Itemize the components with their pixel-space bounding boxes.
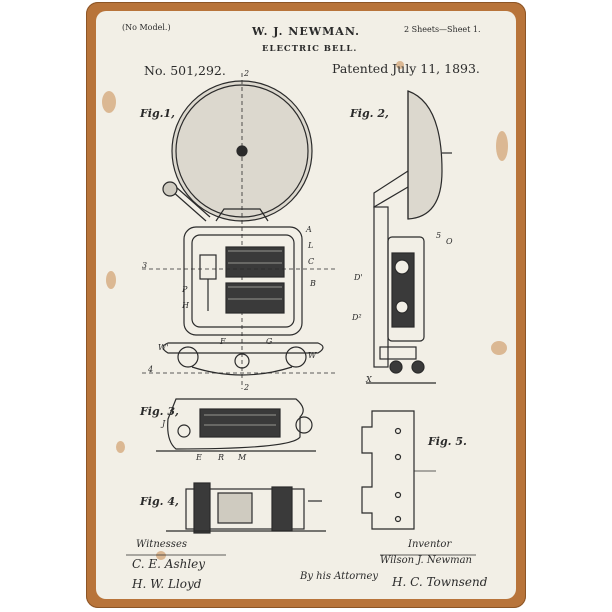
patent-date: Patented July 11, 1893. <box>332 61 480 76</box>
ref-e: E <box>196 453 202 462</box>
witnesses-label: Witnesses <box>136 539 187 550</box>
model-note: (No Model.) <box>122 23 171 32</box>
ref-j: J <box>162 419 166 428</box>
inventor-label: Inventor <box>408 539 452 550</box>
ref-l: L <box>308 241 314 250</box>
ref-f: F <box>220 337 226 346</box>
attorney-label: By his Attorney <box>300 571 379 582</box>
vintage-metal-sign: (No Model.) W. J. NEWMAN. 2 Sheets—Sheet… <box>86 2 526 608</box>
rust-speck <box>116 441 125 453</box>
ref-g: G <box>266 337 273 346</box>
patent-drawings <box>126 73 476 556</box>
ref-p: P <box>182 285 188 294</box>
inventor-signature: Wilson J. Newman <box>380 555 472 566</box>
ref-o: O <box>446 237 453 246</box>
ref-x: X <box>366 375 372 384</box>
ref-c: C <box>308 257 315 266</box>
ref-m: M <box>238 453 247 462</box>
fig2-side-view <box>366 90 452 384</box>
ref-3-left: 3 <box>142 261 148 270</box>
rust-speck <box>156 551 166 560</box>
fig5-plate <box>361 410 436 530</box>
fig1-housing <box>183 226 303 336</box>
witness-1-signature: C. E. Ashley <box>132 557 206 571</box>
ref-r: R <box>218 453 225 462</box>
figure-label-4: Fig. 4, <box>140 495 179 508</box>
rust-speck <box>102 91 116 113</box>
ref-2-bottom: 2 <box>244 383 250 392</box>
invention-title: ELECTRIC BELL. <box>262 44 358 54</box>
witness-2-signature: H. W. Lloyd <box>132 577 202 591</box>
rust-speck <box>396 61 404 69</box>
rust-speck <box>491 341 507 355</box>
fig1-clapper <box>162 181 211 222</box>
fig3-section <box>156 398 316 452</box>
figure-label-1: Fig.1, <box>140 107 175 120</box>
fig4-section <box>166 482 326 534</box>
rust-speck <box>106 271 116 289</box>
fig1-base <box>162 342 324 376</box>
ref-d2: D² <box>352 313 362 322</box>
ref-h: H <box>182 301 189 310</box>
patent-number: No. 501,292. <box>144 63 226 78</box>
inventor-name: W. J. NEWMAN. <box>252 25 360 38</box>
rust-speck <box>496 131 508 161</box>
ref-2-top: 2 <box>244 69 250 78</box>
ref-w1: W' <box>158 343 169 352</box>
figure-label-3: Fig. 3, <box>140 405 179 418</box>
patent-plate: (No Model.) W. J. NEWMAN. 2 Sheets—Sheet… <box>96 11 516 599</box>
ref-w: W <box>308 351 317 360</box>
ref-4-left: 4 <box>148 365 154 374</box>
figure-label-5: Fig. 5. <box>428 435 467 448</box>
figure-label-2: Fig. 2, <box>350 107 389 120</box>
attorney-signature: H. C. Townsend <box>392 575 488 589</box>
ref-b: B <box>310 279 316 288</box>
ref-d1: D' <box>354 273 363 282</box>
ref-a: A <box>306 225 312 234</box>
sheets-note: 2 Sheets—Sheet 1. <box>404 25 481 34</box>
ref-5: 5 <box>436 231 442 240</box>
